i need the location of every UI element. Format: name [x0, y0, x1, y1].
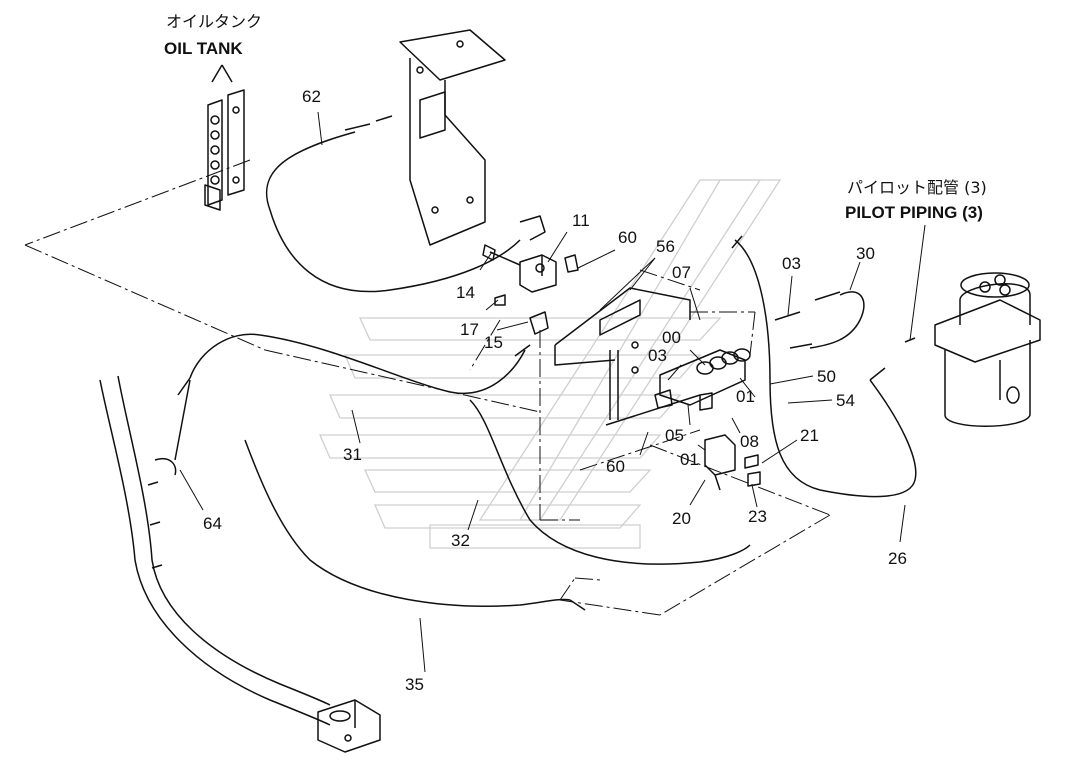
oil-tank-label-jp: オイルタンク	[166, 12, 263, 31]
hose-31	[189, 333, 526, 395]
part-number-21: 21	[800, 426, 819, 445]
valve-plate	[554, 287, 701, 426]
leader-lines	[179, 111, 926, 673]
oil-tank-label-en: OIL TANK	[164, 39, 243, 58]
hose-62	[265, 131, 521, 293]
part-number-14: 14	[456, 283, 475, 302]
swivel-joint	[934, 272, 1041, 427]
valve-block-11	[482, 244, 579, 335]
part-number-64: 64	[203, 514, 222, 533]
watermark-logo	[319, 179, 782, 549]
manifold-00	[654, 348, 751, 411]
port-block	[317, 699, 381, 753]
phantom-lines	[24, 159, 831, 616]
valve-block-20	[704, 434, 761, 491]
hose-03	[734, 239, 917, 498]
pilot-piping-label-en: PILOT PIPING (3)	[845, 203, 983, 222]
part-number-11: 11	[572, 211, 590, 230]
part-number-56: 56	[656, 237, 675, 256]
part-number-08: 08	[740, 432, 759, 451]
part-number-54: 54	[836, 391, 855, 410]
part-number-23: 23	[748, 507, 767, 526]
part-number-60-top: 60	[618, 228, 637, 247]
part-number-50: 50	[817, 367, 836, 386]
hose-35	[244, 439, 571, 607]
hose-30	[809, 291, 865, 349]
part-number-01-mid: 01	[680, 450, 699, 469]
oil-tank-fittings	[204, 64, 245, 211]
part-number-62: 62	[302, 87, 321, 106]
part-number-15: 15	[484, 333, 503, 352]
mounting-bracket	[399, 29, 506, 246]
part-number-35: 35	[405, 675, 424, 694]
part-number-03-top: 03	[782, 254, 801, 273]
part-number-31: 31	[343, 445, 362, 464]
part-number-17: 17	[460, 320, 479, 339]
part-number-03-mid: 03	[648, 346, 667, 365]
part-number-32: 32	[451, 531, 470, 550]
part-number-01-right: 01	[736, 387, 755, 406]
part-number-07: 07	[672, 263, 691, 282]
part-number-60-mid: 60	[606, 457, 625, 476]
drawing-lines	[99, 29, 1041, 753]
pilot-piping-label-jp: パイロット配管 (3)	[847, 178, 987, 197]
pipe-64	[99, 379, 331, 726]
part-number-05: 05	[665, 426, 684, 445]
part-number-30: 30	[856, 244, 875, 263]
part-number-00: 00	[662, 328, 681, 347]
part-number-26: 26	[888, 549, 907, 568]
hose-32	[469, 399, 751, 565]
part-number-20: 20	[672, 509, 691, 528]
